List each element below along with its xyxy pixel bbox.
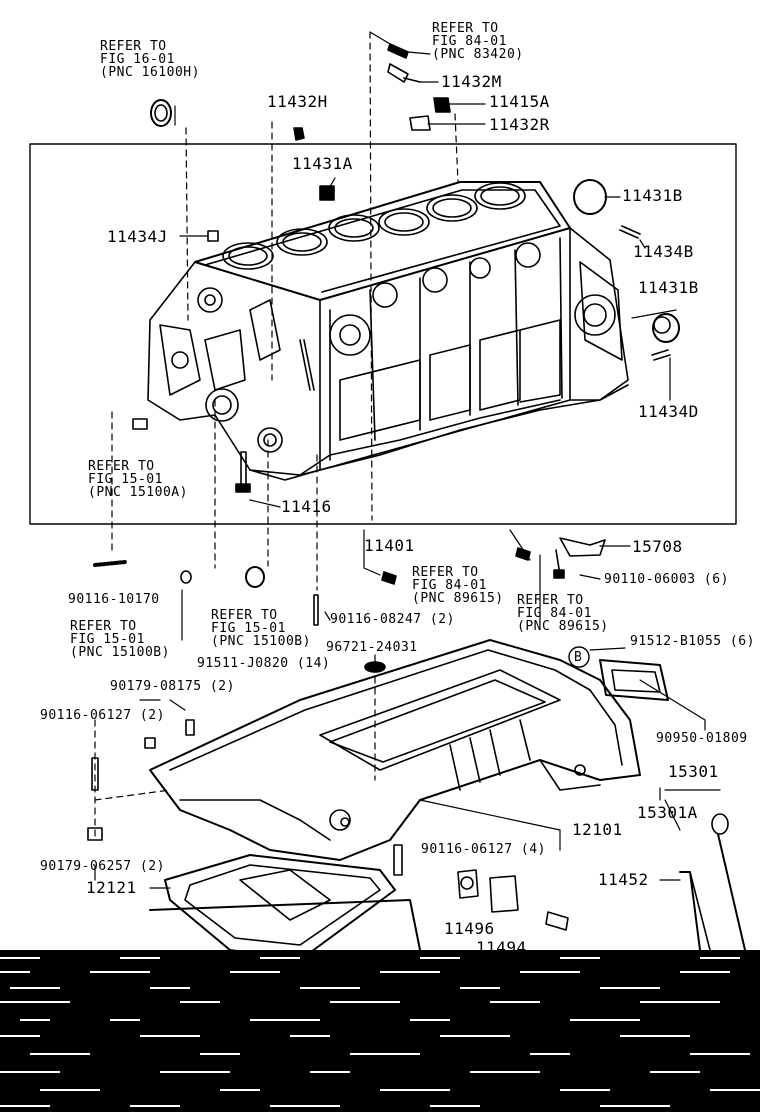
- part-96721-24031: 96721-24031: [326, 640, 418, 655]
- ref-b-label: B: [574, 650, 583, 665]
- part-90950-01809: 90950-01809: [656, 731, 748, 746]
- part-12121: 12121: [86, 878, 137, 897]
- bottom-dark-band: [0, 950, 760, 1112]
- part-12101: 12101: [572, 820, 623, 839]
- part-11416: 11416: [281, 497, 332, 516]
- part-11434J: 11434J: [107, 227, 168, 246]
- part-11496: 11496: [444, 919, 495, 938]
- part-90179-08175: 90179-08175 (2): [110, 679, 235, 694]
- part-90179-06257: 90179-06257 (2): [40, 859, 165, 874]
- refer-15-01-b-left-label: REFER TO FIG 15-01 (PNC 15100B): [70, 619, 170, 660]
- refer-84-01-right-label: REFER TO FIG 84-01 (PNC 89615): [517, 593, 609, 634]
- part-11432M: 11432M: [441, 72, 502, 91]
- refer-16-01-label: REFER TO FIG 16-01 (PNC 16100H): [100, 39, 200, 80]
- part-15301A: 15301A: [637, 803, 698, 822]
- part-11431B-2: 11431B: [638, 278, 699, 297]
- part-90116-06127-4: 90116-06127 (4): [421, 842, 546, 857]
- oil-pan: [87, 537, 746, 961]
- part-15708: 15708: [632, 537, 683, 556]
- part-90110-06003: 90110-06003 (6): [604, 572, 729, 587]
- part-11431B-1: 11431B: [622, 186, 683, 205]
- cylinder-block: [147, 181, 629, 481]
- part-11401: 11401: [364, 536, 415, 555]
- block-frame: [29, 143, 737, 525]
- ref-b-circle: [568, 646, 590, 668]
- part-11432H: 11432H: [267, 92, 328, 111]
- part-15301: 15301: [668, 762, 719, 781]
- part-90116-08247: 90116-08247 (2): [330, 612, 455, 627]
- leader-lines: [94, 31, 721, 889]
- refer-15-01-a-label: REFER TO FIG 15-01 (PNC 15100A): [88, 459, 188, 500]
- part-91511-J0820: 91511-J0820 (14): [197, 656, 331, 671]
- part-11432R: 11432R: [489, 115, 550, 134]
- part-90116-06127-2: 90116-06127 (2): [40, 708, 165, 723]
- part-11452: 11452: [598, 870, 649, 889]
- part-11434B: 11434B: [633, 242, 694, 261]
- small-parts-top: [132, 43, 680, 493]
- refer-15-01-b-mid-label: REFER TO FIG 15-01 (PNC 15100B): [211, 608, 311, 649]
- refer-84-01-top-label: REFER TO FIG 84-01 (PNC 83420): [432, 21, 524, 62]
- part-91512-B1055: 91512-B1055 (6): [630, 634, 755, 649]
- part-11434D: 11434D: [638, 402, 699, 421]
- band-streaks: [0, 957, 760, 1107]
- part-90116-10170: 90116-10170: [68, 592, 160, 607]
- refer-84-01-mid-label: REFER TO FIG 84-01 (PNC 89615): [412, 565, 504, 606]
- part-11431A: 11431A: [292, 154, 353, 173]
- part-11415A: 11415A: [489, 92, 550, 111]
